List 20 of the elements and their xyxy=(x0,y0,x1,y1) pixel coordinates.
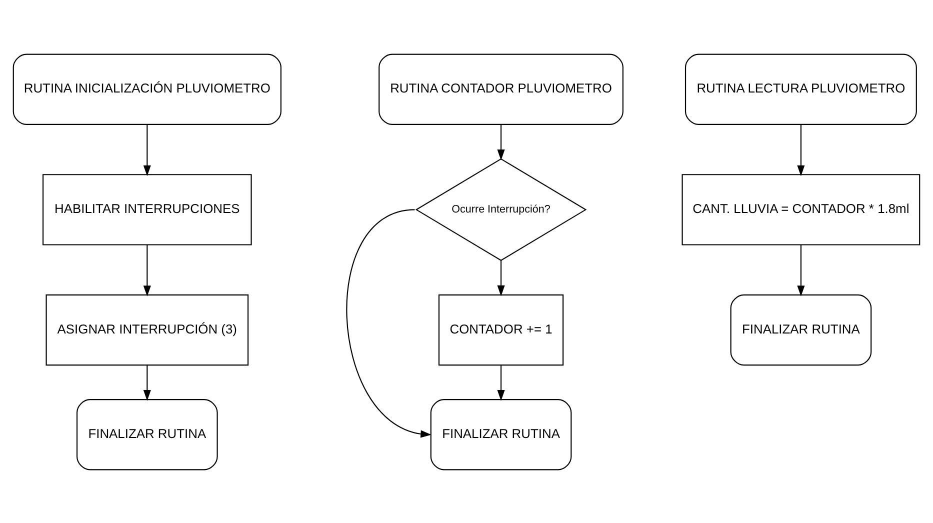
node-box: FINALIZAR RUTINA xyxy=(730,294,872,366)
arrow xyxy=(797,244,805,296)
node-box: FINALIZAR RUTINA xyxy=(430,398,572,470)
node-diamond: Ocurre Interrupción? xyxy=(415,158,587,260)
node-box: HABILITAR INTERRUPCIONES xyxy=(42,174,252,245)
arrow xyxy=(346,208,432,438)
node-box: RUTINA INICIALIZACIÓN PLUVIOMETRO xyxy=(12,53,282,124)
node-box: ASIGNAR INTERRUPCIÓN (3) xyxy=(46,294,249,366)
arrow xyxy=(143,364,151,400)
arrow xyxy=(143,244,151,296)
node-box: FINALIZAR RUTINA xyxy=(76,398,218,470)
node-box: CANT. LLUVIA = CONTADOR * 1.8ml xyxy=(682,174,920,245)
arrow xyxy=(143,124,151,176)
node-box: CONTADOR += 1 xyxy=(438,294,564,366)
arrow xyxy=(497,124,505,160)
arrow xyxy=(797,124,805,176)
node-box: RUTINA LECTURA PLUVIOMETRO xyxy=(684,53,917,124)
node-box: RUTINA CONTADOR PLUVIOMETRO xyxy=(378,53,624,124)
arrow xyxy=(497,364,505,400)
arrow xyxy=(497,260,505,296)
